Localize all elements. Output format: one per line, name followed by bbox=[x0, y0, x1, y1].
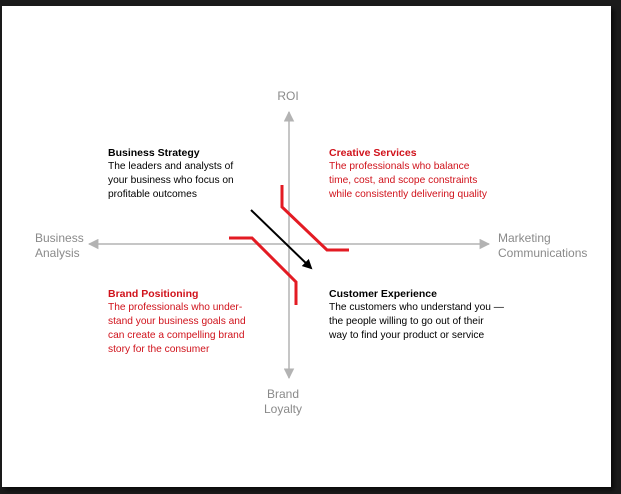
axis-label-bottom-line1: Brand bbox=[266, 387, 300, 401]
diagonal-arrow bbox=[250, 209, 313, 270]
axis-label-top: ROI bbox=[277, 89, 299, 103]
quadrant-line: stand your business goals and bbox=[108, 316, 246, 327]
axis-label-left: Business Analysis bbox=[35, 231, 84, 261]
quadrant-business-strategy: Business Strategy The leaders and analys… bbox=[108, 146, 234, 202]
axis-label-left-line2: Analysis bbox=[35, 246, 80, 260]
quadrant-line: The customers who understand you — bbox=[329, 302, 504, 313]
quadrant-line: The leaders and analysts of bbox=[108, 161, 234, 172]
quadrant-title: Brand Positioning bbox=[108, 288, 199, 300]
upper-red-bracket bbox=[280, 185, 349, 252]
quadrant-title: Customer Experience bbox=[329, 288, 437, 300]
quadrant-customer-experience: Customer Experience The customers who un… bbox=[329, 287, 504, 343]
lower-red-bracket bbox=[229, 236, 298, 305]
quadrant-line: profitable outcomes bbox=[108, 189, 197, 200]
quadrant-line: while consistently delivering quality bbox=[329, 189, 487, 200]
axis-label-right-line2: Communications bbox=[498, 246, 588, 260]
quadrant-line: The professionals who under- bbox=[108, 302, 243, 313]
quadrant-brand-positioning: Brand Positioning The professionals who … bbox=[108, 287, 246, 357]
quadrant-line: your business who focus on bbox=[108, 175, 234, 186]
diagram-canvas bbox=[2, 6, 611, 487]
quadrant-line: time, cost, and scope constraints bbox=[329, 175, 478, 186]
quadrant-title: Business Strategy bbox=[108, 147, 200, 159]
axis-label-bottom-line2: Loyalty bbox=[263, 402, 303, 416]
quadrant-line: way to find your product or service bbox=[329, 330, 485, 341]
quadrant-line: the people willing to go out of their bbox=[329, 316, 484, 327]
axis-label-right: Marketing Communications bbox=[498, 231, 587, 261]
axis-label-bottom: Brand Loyalty bbox=[258, 387, 308, 417]
quadrant-title: Creative Services bbox=[329, 147, 417, 159]
axis-label-left-line1: Business bbox=[35, 231, 84, 245]
quadrant-line: The professionals who balance bbox=[329, 161, 470, 172]
quadrant-creative-services: Creative Services The professionals who … bbox=[329, 146, 487, 202]
quadrant-line: can create a compelling brand bbox=[108, 330, 245, 341]
axis-label-right-line1: Marketing bbox=[498, 231, 551, 245]
quadrant-line: story for the consumer bbox=[108, 344, 210, 355]
